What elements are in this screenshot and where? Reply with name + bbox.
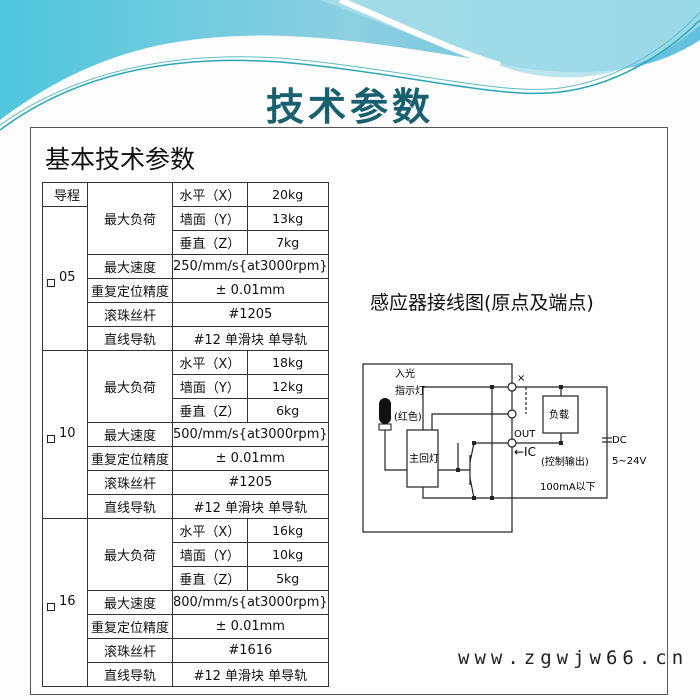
table-row: 直线导轨#12 单滑块 单导轨 [43, 662, 329, 687]
label-cell: 水平（X） [172, 350, 248, 375]
table-row: 重复定位精度± 0.01mm [43, 614, 329, 639]
value-cell: #12 单滑块 单导轨 [172, 494, 329, 519]
checkbox-icon [47, 435, 55, 443]
value-cell: #1205 [172, 302, 329, 327]
checkbox-icon [47, 603, 55, 611]
label-cell: 直线导轨 [87, 662, 173, 687]
label-cell: 水平（X） [172, 518, 248, 543]
table-row: 滚珠丝杆#1616 [43, 638, 329, 663]
out-label: OUT [514, 429, 536, 440]
lead-value: 16 [59, 594, 76, 609]
value-cell: 5kg [246, 566, 329, 591]
lead-value: 10 [59, 426, 76, 441]
sensor-outline [362, 363, 513, 533]
table-row: 滚珠丝杆#1205 [43, 302, 329, 327]
lead-cell: 05 [42, 206, 88, 351]
label-cell: 滚珠丝杆 [87, 470, 173, 495]
ic-label: ←IC [514, 445, 536, 459]
control-output-label: (控制输出) [541, 455, 589, 468]
watermark: www.zgwjw66.cn [458, 647, 689, 669]
load-box [542, 395, 579, 434]
label-cell: 重复定位精度 [87, 446, 173, 471]
voltage-label: 5~24V [612, 456, 646, 467]
table-row: 滚珠丝杆#1205 [43, 470, 329, 495]
wiring-diagram: 入光 指示灯 (红色) 主回灯 负载 × OUT ←IC (控制输出) 100m… [362, 363, 646, 533]
label-cell: 直线导轨 [87, 326, 173, 351]
terminal-x-label: × [517, 373, 525, 384]
value-cell: 6kg [246, 398, 329, 423]
table-row: 垂直（Z）5kg [43, 566, 329, 591]
lead-cell: 16 [42, 518, 88, 687]
value-cell: 10kg [246, 542, 329, 567]
label-cell: 最大速度 [87, 590, 173, 615]
value-cell: ± 0.01mm [172, 278, 329, 303]
value-cell: 16kg [246, 518, 329, 543]
value-cell: 18kg [246, 350, 329, 375]
page-title: 技术参数 [265, 85, 434, 129]
terminal-brown [507, 382, 517, 392]
value-cell: 13kg [246, 206, 329, 231]
value-cell: 20kg [246, 182, 329, 207]
label-cell: 最大速度 [87, 254, 173, 279]
label-cell: 直线导轨 [87, 494, 173, 519]
terminal-out [507, 438, 517, 448]
label-cell: 滚珠丝杆 [87, 638, 173, 663]
table-row: 10 最大负荷水平（X）18kg [42, 350, 329, 519]
indicator-label: 入光 [395, 367, 415, 380]
label-cell: 垂直（Z） [172, 230, 248, 255]
label-cell: 最大负荷 [87, 518, 173, 591]
decorative-wave-banner [0, 0, 700, 131]
value-cell: #12 单滑块 单导轨 [172, 662, 329, 687]
label-cell: 重复定位精度 [87, 614, 173, 639]
main-circuit-label: 主回灯 [409, 453, 439, 465]
table-row: 导程最大负荷水平（X）20kg [42, 182, 329, 255]
indicator-label: 指示灯 [395, 384, 425, 397]
current-limit-label: 100mA以下 [540, 482, 596, 493]
table-row: 直线导轨#12 单滑块 单导轨 [43, 494, 329, 519]
wire-2 [431, 413, 510, 430]
load-label: 负载 [549, 408, 569, 421]
value-cell: 800/mm/s{at3000rpm} [172, 590, 329, 615]
main-circuit-box [406, 429, 439, 488]
checkbox-icon [47, 279, 55, 287]
label-cell: 滚珠丝杆 [87, 302, 173, 327]
value-cell: #12 单滑块 单导轨 [172, 326, 329, 351]
indicator-label: (红色) [394, 410, 422, 423]
label-cell: 墙面（Y） [172, 206, 248, 231]
lead-cell: 10 [42, 350, 88, 519]
value-cell: ± 0.01mm [172, 446, 329, 471]
indicator-lamp-icon [379, 398, 391, 424]
value-cell: 7kg [246, 230, 329, 255]
value-cell: 250/mm/s{at3000rpm} [172, 254, 329, 279]
table-row: 16 最大负荷水平（X）16kg [42, 518, 329, 687]
value-cell: 500/mm/s{at3000rpm} [172, 422, 329, 447]
label-cell: 墙面（Y） [172, 374, 248, 399]
table-row: 重复定位精度± 0.01mm [43, 278, 329, 303]
table-row: 05 墙面（Y）13kg [42, 206, 329, 351]
lead-value: 05 [59, 270, 76, 285]
terminal-blue [507, 409, 517, 419]
label-cell: 墙面（Y） [172, 542, 248, 567]
value-cell: #1616 [172, 638, 329, 663]
label-cell: 最大速度 [87, 422, 173, 447]
label-cell: 重复定位精度 [87, 278, 173, 303]
value-cell: #1205 [172, 470, 329, 495]
lead-header: 导程 [42, 182, 88, 207]
dc-label: DC [612, 435, 627, 446]
diagram-title: 感应器接线图(原点及端点) [370, 292, 594, 314]
table-row: 重复定位精度± 0.01mm [43, 446, 329, 471]
label-cell: 最大负荷 [87, 182, 173, 255]
label-cell: 垂直（Z） [172, 398, 248, 423]
label-cell: 水平（X） [172, 182, 248, 207]
label-cell: 垂直（Z） [172, 566, 248, 591]
label-cell: 最大负荷 [87, 350, 173, 423]
panel-title: 基本技术参数 [45, 145, 196, 174]
value-cell: 12kg [246, 374, 329, 399]
table-row: 垂直（Z）6kg [43, 398, 329, 423]
value-cell: ± 0.01mm [172, 614, 329, 639]
